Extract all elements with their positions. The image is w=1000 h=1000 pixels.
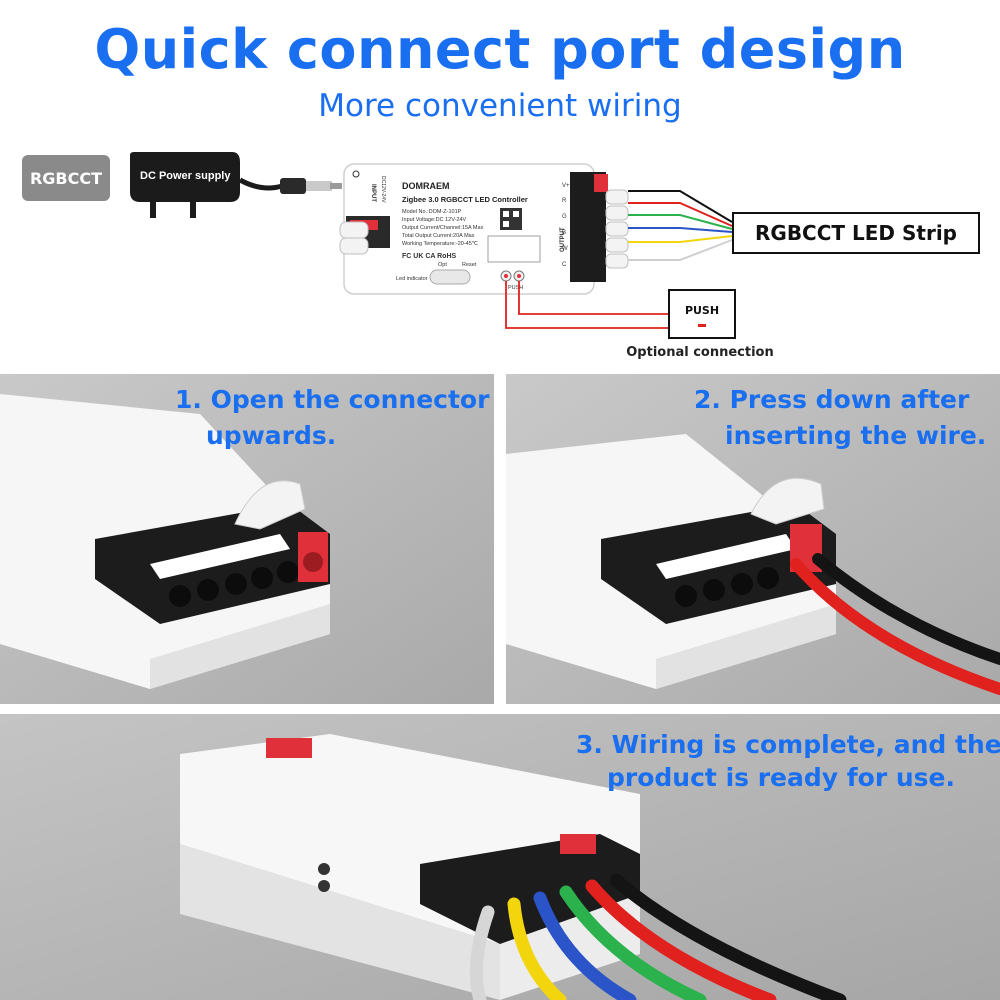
power-adapter-icon bbox=[130, 152, 342, 218]
opt-label: Opt bbox=[438, 262, 447, 268]
optional-connection-label: Optional connection bbox=[626, 345, 774, 360]
output-channel-label: V+ bbox=[562, 183, 570, 189]
rgbcct-badge: RGBCCT bbox=[22, 155, 110, 201]
step-1-photo: 1. Open the connector upwards. bbox=[0, 374, 494, 704]
output-channel-label: B bbox=[562, 230, 566, 236]
push-port-label: PUSH bbox=[508, 285, 523, 291]
input-label: INPUT bbox=[370, 184, 376, 202]
step-3-line-1: 3. Wiring is complete, and the bbox=[576, 730, 1000, 759]
output-channel-labels: V+ R G B W C bbox=[562, 183, 570, 268]
step-3-photo: 3. Wiring is complete, and the product i… bbox=[0, 714, 1000, 1000]
step-2-line-2: inserting the wire. bbox=[725, 421, 986, 450]
push-button-label: PUSH bbox=[684, 304, 720, 317]
output-channel-label: R bbox=[562, 198, 567, 204]
wiring-diagram: DC Power supply DOMRAEM Zigbee 3.0 RGBCC… bbox=[130, 152, 733, 329]
led-indicator-label: Led indicator bbox=[396, 276, 428, 282]
terminal-block bbox=[420, 834, 640, 944]
input-voltage-label: DC12V-24V bbox=[380, 176, 386, 203]
controller-body bbox=[339, 163, 629, 295]
controller-spec-line: Model No.:DOM-Z-101P bbox=[402, 209, 462, 215]
step-3-line-2: product is ready for use. bbox=[607, 763, 955, 792]
power-supply-label: DC Power supply bbox=[140, 170, 231, 182]
led-strip-label: RGBCCT LED Strip bbox=[732, 212, 980, 254]
controller-spec-line: Output Current/Channel:15A Max bbox=[402, 225, 484, 231]
inserted-wires bbox=[790, 553, 1000, 695]
controller-brand: DOMRAEM bbox=[402, 181, 450, 191]
push-wires bbox=[505, 281, 668, 329]
controller-spec-line: Input Voltage:DC 12V-24V bbox=[402, 217, 467, 223]
output-wires bbox=[628, 190, 733, 261]
step-2-photo: 2. Press down after inserting the wire. bbox=[506, 374, 1000, 704]
controller-spec-list: Model No.:DOM-Z-101P Input Voltage:DC 12… bbox=[402, 209, 484, 247]
step-2-line-1: 2. Press down after bbox=[694, 385, 970, 414]
controller-name: Zigbee 3.0 RGBCCT LED Controller bbox=[402, 195, 528, 204]
output-channel-label: G bbox=[562, 214, 567, 220]
terminal-block bbox=[601, 477, 836, 624]
step-1-line-2: upwards. bbox=[206, 421, 336, 450]
output-label: OUTPUT bbox=[560, 227, 566, 252]
controller-cert-marks: FC UK CA RoHS bbox=[402, 253, 457, 260]
page-title: Quick connect port design bbox=[94, 18, 906, 81]
push-button-box bbox=[668, 289, 736, 339]
controller-spec-line: Working Temperature:-20-45℃ bbox=[402, 241, 479, 247]
step-1-line-1: 1. Open the connector bbox=[175, 385, 490, 414]
connected-wires bbox=[469, 873, 847, 1000]
terminal-block bbox=[95, 480, 330, 624]
push-button-indicator bbox=[698, 324, 706, 327]
output-channel-label: C bbox=[562, 262, 567, 268]
output-channel-label: W bbox=[562, 246, 568, 252]
page-subtitle: More convenient wiring bbox=[318, 88, 682, 124]
controller-spec-line: Total Output Current:20A Max bbox=[402, 233, 475, 239]
reset-label: Reset bbox=[462, 262, 477, 268]
